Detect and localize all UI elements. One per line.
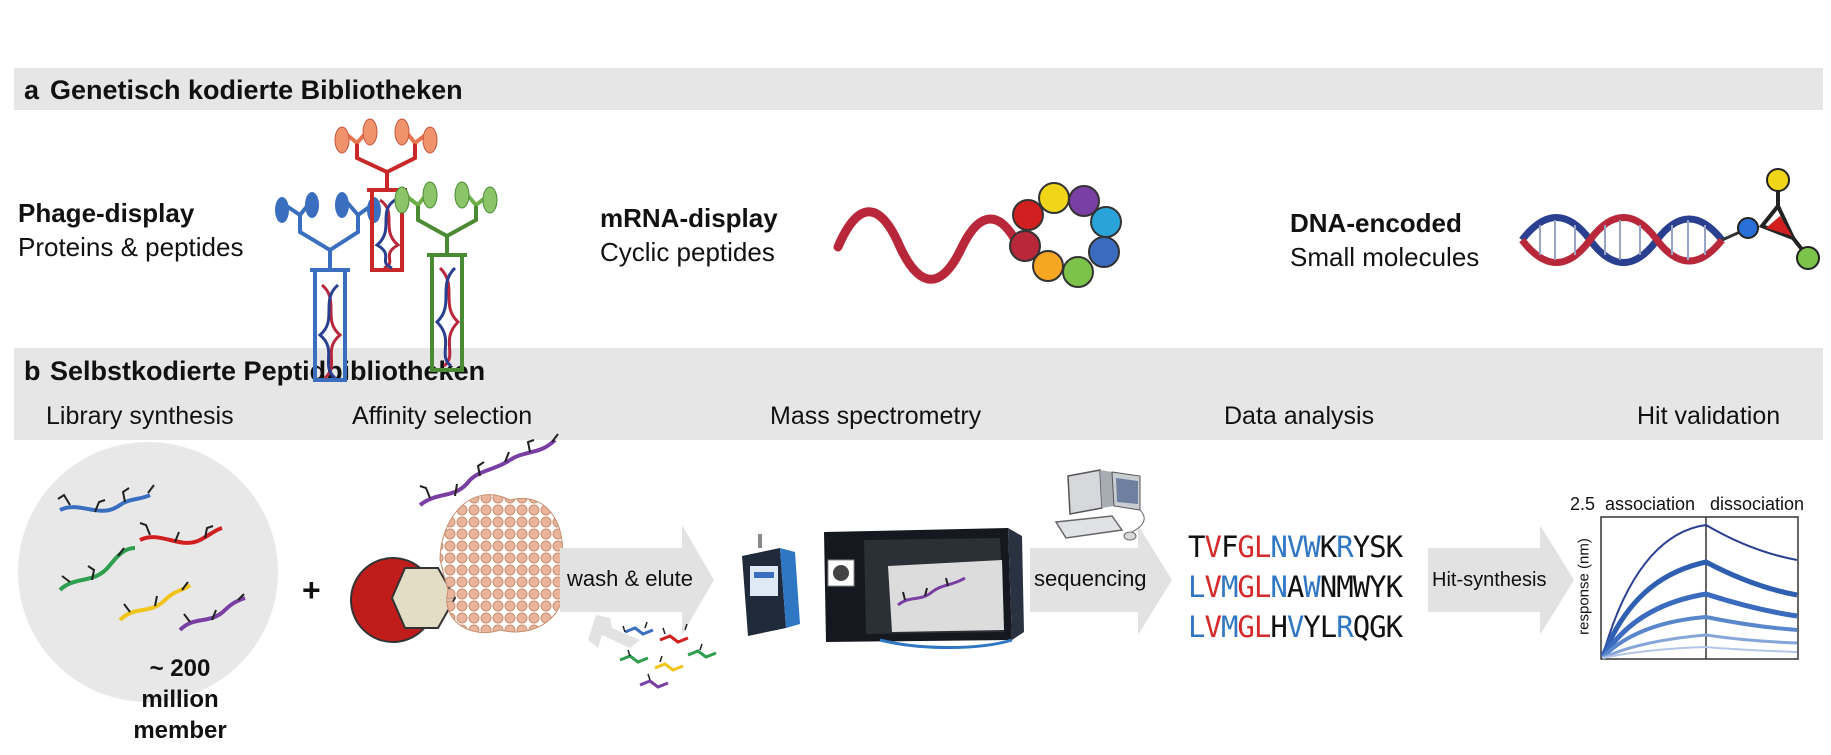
cyclic-peptide-icon — [1009, 182, 1122, 288]
target-protein-icon — [350, 433, 565, 643]
phage-blue-icon — [275, 192, 381, 382]
step-mass-spectrometry: Mass spectrometry — [770, 402, 982, 430]
panel-b-title: Selbstkodierte Peptidbibliotheken — [50, 356, 486, 386]
amino-acid: A — [1286, 570, 1304, 604]
plus-sign: + — [302, 572, 321, 608]
amino-acid: G — [1369, 610, 1386, 644]
panel-a-header-band — [14, 68, 1823, 110]
amino-acid: L — [1253, 570, 1271, 604]
amino-acid: V — [1286, 610, 1304, 644]
plot-ylabel: response (nm) — [1575, 538, 1593, 635]
amino-acid: H — [1270, 610, 1287, 644]
sequence-1: TVFGLNVWKRYSK — [1188, 530, 1403, 564]
computer-icon — [1054, 469, 1145, 541]
amino-acid: K — [1319, 530, 1337, 564]
amino-acid: S — [1369, 530, 1386, 564]
phage-display-label: Phage-display — [18, 198, 195, 228]
panel-a-title: Genetisch kodierte Bibliotheken — [50, 75, 463, 105]
plot-phase-association: association — [1605, 494, 1696, 514]
mass-spectrometer-icon — [824, 528, 1024, 649]
sequencing-label: sequencing — [1034, 566, 1147, 591]
panel-b-letter: b — [24, 356, 41, 386]
amino-acid: R — [1336, 530, 1353, 564]
library-size-label: ~ 200 million member — [110, 653, 250, 746]
dna-encoded-desc: Small molecules — [1290, 242, 1480, 272]
amino-acid: K — [1385, 530, 1403, 564]
hit-synthesis-arrow[interactable] — [1428, 525, 1574, 635]
amino-acid: N — [1270, 530, 1287, 564]
amino-acid: L — [1319, 610, 1337, 644]
sequencing-arrow[interactable] — [1030, 525, 1172, 635]
amino-acid: G — [1237, 610, 1254, 644]
amino-acid: W — [1303, 530, 1320, 564]
amino-acid: V — [1204, 530, 1221, 564]
plot-phase-dissociation: dissociation — [1710, 494, 1805, 514]
amino-acid: Q — [1352, 610, 1370, 644]
dna-helix-icon — [1519, 214, 1741, 266]
amino-acid: V — [1204, 570, 1221, 604]
step-library-synthesis: Library synthesis — [46, 402, 234, 430]
lc-system-icon — [742, 534, 800, 636]
library-size-line2: member — [133, 717, 227, 744]
amino-acid: Y — [1352, 530, 1370, 564]
amino-acid: L — [1253, 610, 1271, 644]
sequence-3: LVMGLHVYLRQGK — [1188, 610, 1403, 644]
amino-acid: Y — [1369, 570, 1386, 604]
phage-display-desc: Proteins & peptides — [18, 232, 244, 262]
amino-acid: V — [1204, 610, 1221, 644]
wash-elute-label: wash & elute — [567, 566, 693, 591]
phage-red-icon — [334, 118, 438, 272]
amino-acid: N — [1319, 570, 1337, 604]
amino-acid: Y — [1303, 610, 1320, 644]
amino-acid: M — [1220, 610, 1238, 644]
library-bead-icon — [18, 442, 278, 702]
amino-acid: L — [1188, 610, 1205, 644]
amino-acid: R — [1336, 610, 1353, 644]
amino-acid: L — [1188, 570, 1205, 604]
amino-acid: W — [1303, 570, 1320, 604]
phage-green-icon — [394, 181, 498, 372]
amino-acid: M — [1220, 570, 1238, 604]
small-molecule-icon — [1737, 168, 1820, 270]
amino-acid: K — [1385, 570, 1403, 604]
binding-kinetics-plot — [1600, 516, 1799, 660]
amino-acid: G — [1237, 570, 1254, 604]
amino-acid: M — [1336, 570, 1353, 604]
amino-acid: T — [1188, 530, 1205, 564]
amino-acid: G — [1237, 530, 1254, 564]
step-affinity-selection: Affinity selection — [352, 402, 533, 430]
amino-acid: W — [1352, 570, 1370, 604]
plot-ytick: 2.5 — [1570, 494, 1596, 514]
step-data-analysis: Data analysis — [1224, 402, 1375, 430]
library-size-line1: ~ 200 million — [141, 655, 219, 713]
amino-acid: L — [1253, 530, 1271, 564]
sequence-2: LVMGLNAWNMWYK — [1188, 570, 1403, 604]
dna-encoded-label: DNA-encoded — [1290, 208, 1462, 238]
amino-acid: K — [1385, 610, 1403, 644]
hit-synthesis-label: Hit-synthesis — [1432, 569, 1547, 591]
amino-acid: V — [1286, 530, 1304, 564]
panel-a-letter: a — [24, 75, 40, 105]
amino-acid: F — [1220, 530, 1238, 564]
amino-acid: N — [1270, 570, 1287, 604]
step-hit-validation: Hit validation — [1637, 402, 1781, 430]
eluted-peptides-icon — [619, 621, 717, 689]
mrna-display-label: mRNA-display — [600, 203, 778, 233]
mrna-display-desc: Cyclic peptides — [600, 237, 775, 267]
mrna-strand-icon — [833, 207, 1023, 284]
wash-elute-arrow[interactable] — [560, 525, 714, 648]
